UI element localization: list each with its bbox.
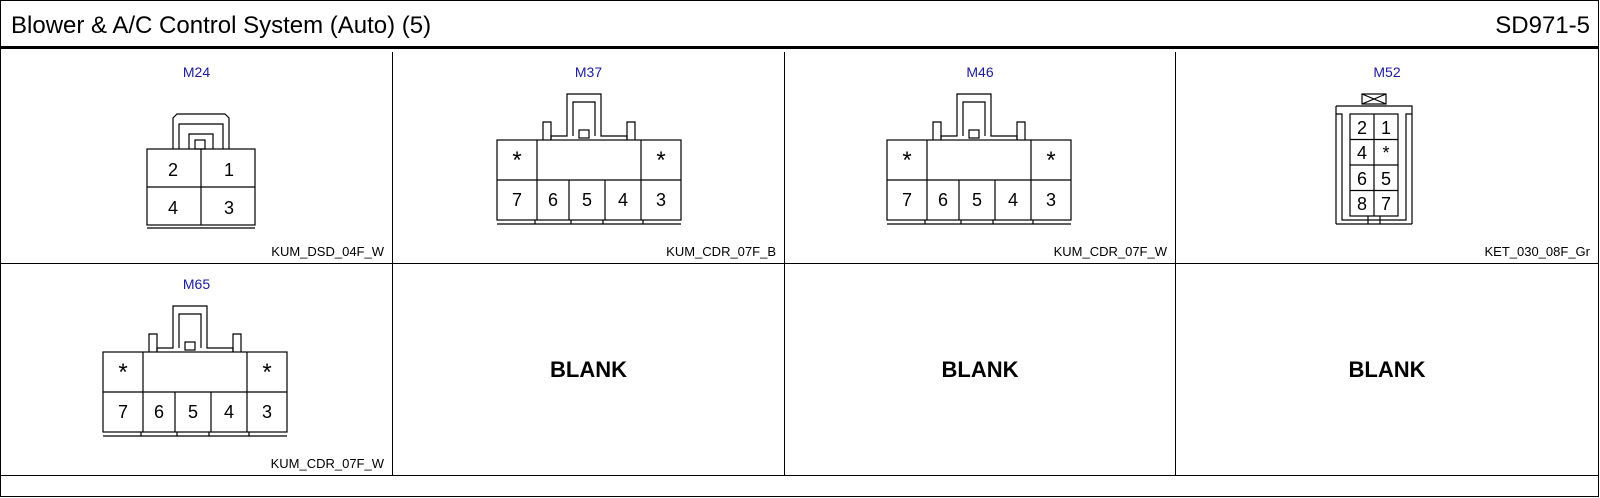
pin-label: 6: [548, 190, 558, 210]
blank-cell: BLANK: [785, 264, 1176, 476]
pin-label: 5: [1381, 169, 1391, 189]
blank-label: BLANK: [550, 356, 627, 382]
connector-id: M24: [182, 64, 211, 80]
blank-cell: BLANK: [1176, 264, 1598, 476]
blank-label: BLANK: [1348, 356, 1426, 382]
pin-label: 5: [972, 190, 982, 210]
pin-label: 6: [1357, 169, 1367, 189]
page-code: SD971-5: [1495, 12, 1590, 39]
connector-spec: KET_030_08F_Gr: [1484, 244, 1590, 259]
pin-label: *: [1046, 147, 1055, 174]
connector-cell-m37: M37 * * 7 6 5 4 3 KUM_CDR_07F_B: [393, 52, 785, 264]
pin-label: 7: [118, 402, 128, 422]
connector-id: M46: [966, 64, 994, 80]
pin-label: 2: [1357, 118, 1367, 138]
pin-label: 4: [1357, 143, 1367, 163]
connector-m65-diagram: * * 7 6 5 4 3: [101, 304, 289, 440]
pin-label: 3: [656, 190, 666, 210]
page-title: Blower & A/C Control System (Auto) (5): [11, 12, 432, 39]
connector-cell-m52: M52: [1176, 52, 1598, 264]
pin-label: 4: [618, 190, 628, 210]
pin-label: 6: [938, 190, 948, 210]
pin-label: 2: [168, 160, 178, 180]
connector-spec: KUM_DSD_04F_W: [271, 244, 384, 259]
pin-label: 5: [582, 190, 592, 210]
connector-cell-m65: M65 * * 7 6 5 4 3 KUM_CDR_07F_W: [1, 264, 393, 476]
pin-label: *: [1382, 143, 1389, 163]
pin-label: 7: [902, 190, 912, 210]
connector-m52-diagram: 2 1 4 * 6 5 8 7: [1332, 92, 1416, 228]
pin-label: 3: [262, 402, 272, 422]
connector-4pin-svg: 2 1 4 3: [146, 113, 256, 229]
connector-cell-m46: M46 * * 7 6 5 4 3 KUM_CDR_07F_W: [785, 52, 1176, 264]
connector-m37-diagram: * * 7 6 5 4 3: [495, 92, 683, 228]
connector-7pin-svg: * * 7 6 5 4 3: [496, 93, 682, 225]
connector-7pin-svg: * * 7 6 5 4 3: [102, 305, 288, 437]
pin-label: *: [262, 359, 271, 386]
pin-label: *: [118, 359, 127, 386]
pin-label: 3: [1046, 190, 1056, 210]
pin-label: 4: [1008, 190, 1018, 210]
pin-label: *: [512, 147, 521, 174]
connector-id: M65: [182, 276, 211, 292]
pin-label: 1: [224, 160, 234, 180]
connector-spec: KUM_CDR_07F_W: [1053, 244, 1167, 259]
connector-spec: KUM_CDR_07F_W: [270, 456, 384, 471]
pin-label: 4: [168, 198, 178, 218]
pin-label: 4: [224, 402, 234, 422]
blank-label: BLANK: [941, 356, 1019, 382]
pin-label: 1: [1381, 118, 1391, 138]
pin-label: 6: [154, 402, 164, 422]
pin-label: 7: [512, 190, 522, 210]
blank-cell: BLANK: [393, 264, 785, 476]
pin-label: *: [902, 147, 911, 174]
connector-m24-diagram: 2 1 4 3: [145, 112, 257, 230]
connector-grid: M24 2 1 4 3: [1, 52, 1598, 487]
pin-label: 8: [1357, 194, 1367, 214]
pin-label: 7: [1381, 194, 1391, 214]
connector-8pin-svg: 2 1 4 * 6 5 8 7: [1335, 93, 1413, 225]
connector-m46-diagram: * * 7 6 5 4 3: [885, 92, 1073, 228]
header-bar: Blower & A/C Control System (Auto) (5) S…: [1, 1, 1598, 49]
pin-label: 3: [224, 198, 234, 218]
connector-spec: KUM_CDR_07F_B: [666, 244, 776, 259]
pin-label: 5: [188, 402, 198, 422]
connector-id: M37: [574, 64, 603, 80]
connector-cell-m24: M24 2 1 4 3: [1, 52, 393, 264]
connector-7pin-svg: * * 7 6 5 4 3: [886, 93, 1072, 225]
pin-label: *: [656, 147, 665, 174]
connector-id: M52: [1373, 64, 1401, 80]
